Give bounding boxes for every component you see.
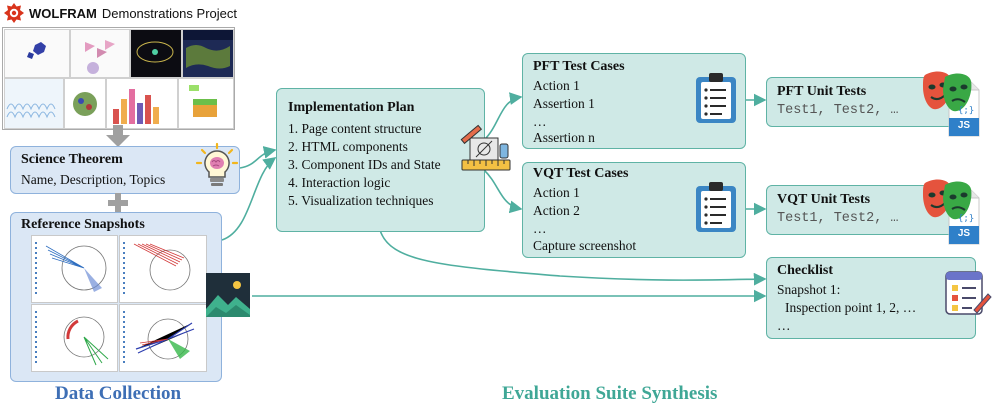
wolfram-logo-icon — [4, 3, 24, 23]
science-theorem-title: Science Theorem — [21, 152, 123, 167]
wolfram-brand: WOLFRAM Demonstrations Project — [4, 2, 237, 24]
reference-snapshot — [119, 304, 207, 372]
down-arrow-icon — [106, 125, 130, 147]
reference-snapshot — [31, 235, 118, 303]
vqt-unit-tests-title: VQT Unit Tests — [777, 192, 871, 207]
checklist-box: Checklist Snapshot 1: Inspection point 1… — [766, 257, 976, 339]
implementation-plan-box: Implementation Plan 1. Page content stru… — [276, 88, 485, 232]
plan-item: 5. Visualization techniques — [288, 193, 434, 208]
plus-icon — [108, 193, 128, 213]
plan-item: 1. Page content structure — [288, 121, 422, 136]
arrow-plan-to-pft — [483, 92, 523, 141]
arrow-plan-to-checklist — [379, 229, 767, 286]
science-theorem-box: Science Theorem Name, Description, Topic… — [10, 146, 240, 194]
gallery-thumb — [178, 78, 234, 129]
science-theorem-subtitle: Name, Description, Topics — [21, 172, 166, 187]
pft-test-line: Assertion 1 — [533, 96, 595, 111]
pft-unit-tests-code: Test1, Test2, … — [777, 103, 899, 118]
brand-bold-text: WOLFRAM — [29, 5, 97, 21]
section-label-data-collection: Data Collection — [55, 383, 182, 404]
pft-unit-tests-title: PFT Unit Tests — [777, 84, 867, 99]
gallery-thumb — [64, 78, 106, 129]
design-tools-icon — [460, 124, 511, 171]
brand-rest-text: Demonstrations Project — [101, 5, 237, 21]
plan-item: 3. Component IDs and State — [288, 157, 441, 172]
pft-test-line: Assertion n — [533, 130, 595, 145]
vqt-unit-tests-code: Test1, Test2, … — [777, 211, 899, 226]
js-badge-label: JS — [957, 228, 971, 239]
vqt-test-line: … — [533, 221, 547, 236]
arrow-science-to-plan — [239, 146, 277, 169]
checklist-line: Inspection point 1, 2, … — [785, 300, 917, 315]
demonstrations-gallery — [2, 27, 235, 130]
playwright-masks-icon: {;} — [923, 71, 974, 116]
reference-snapshot — [31, 304, 118, 372]
checklist-line: … — [777, 318, 791, 333]
vqt-test-line: Action 1 — [533, 185, 580, 200]
checklist-title: Checklist — [777, 263, 833, 278]
reference-snapshot — [119, 235, 207, 303]
svg-text:{;}: {;} — [958, 106, 974, 116]
pft-test-cases-title: PFT Test Cases — [533, 59, 625, 74]
js-badge-label: JS — [957, 120, 971, 131]
gallery-thumb — [106, 78, 178, 129]
checklist-line: Snapshot 1: — [777, 282, 841, 297]
lightbulb-brain-icon — [195, 142, 239, 186]
section-label-evaluation-suite: Evaluation Suite Synthesis — [502, 383, 718, 404]
image-icon — [206, 273, 250, 317]
clipboard-icon — [696, 182, 736, 232]
clipboard-icon — [696, 73, 736, 123]
gallery-thumb — [182, 29, 234, 78]
vqt-test-line: Capture screenshot — [533, 238, 637, 253]
reference-snapshots-box: Reference Snapshots — [10, 212, 222, 382]
vqt-test-line: Action 2 — [533, 203, 580, 218]
svg-text:{;}: {;} — [958, 214, 974, 224]
vqt-test-cases-title: VQT Test Cases — [533, 166, 629, 181]
vqt-test-cases-box: VQT Test Cases Action 1 Action 2 … Captu… — [522, 162, 746, 258]
implementation-plan-title: Implementation Plan — [288, 100, 415, 115]
reference-snapshots-title: Reference Snapshots — [21, 217, 145, 232]
pft-test-line: … — [533, 114, 547, 129]
arrow-plan-to-vqt — [483, 169, 523, 214]
gallery-thumb — [4, 78, 64, 129]
gallery-thumb — [70, 29, 130, 78]
gallery-thumb — [4, 29, 70, 78]
arrow-refs-to-plan — [221, 157, 277, 241]
plan-item: 4. Interaction logic — [288, 175, 391, 190]
playwright-masks-icon: {;} — [923, 179, 974, 224]
plan-item: 2. HTML components — [288, 139, 408, 154]
pft-test-line: Action 1 — [533, 78, 580, 93]
gallery-thumb — [130, 29, 182, 78]
checklist-icon — [945, 271, 992, 315]
